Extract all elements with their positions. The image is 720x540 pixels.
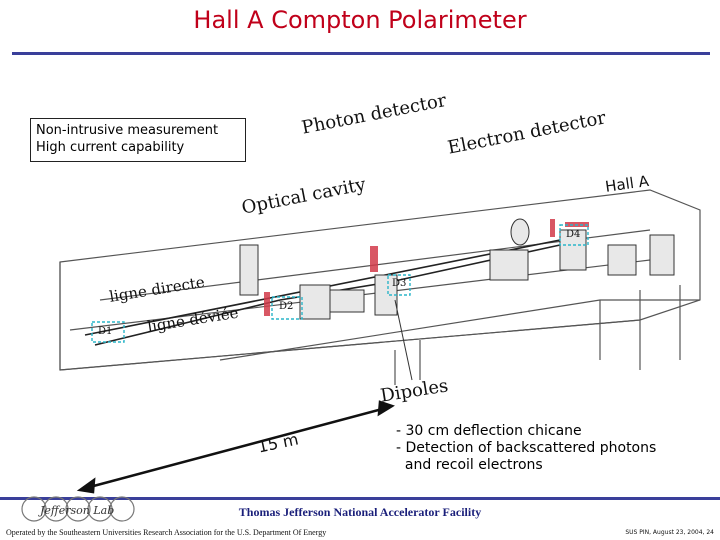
logo-text: Jefferson Lab [40, 504, 115, 517]
info-line-2: High current capability [36, 140, 185, 155]
jefferson-lab-logo [21, 496, 135, 522]
conference-text: SUS PIN, August 23, 2004, 24 [625, 529, 714, 536]
footer-rule [0, 497, 720, 500]
dipole-d3-box [387, 274, 411, 296]
title-rule [12, 52, 710, 55]
dipole-d1-box [91, 321, 125, 343]
slide-title: Hall A Compton Polarimeter [193, 6, 527, 34]
dipole-d4-label: D4 [566, 229, 581, 240]
dipole-d2-label: D2 [279, 301, 294, 312]
lab-name: Thomas Jefferson National Accelerator Fa… [238, 505, 482, 519]
dipole-d2-box [271, 296, 303, 320]
dipole-d4-box [559, 224, 589, 246]
info-line-1: Non-intrusive measurement [36, 123, 219, 138]
bullet-item: - 30 cm deflection chicane [396, 423, 582, 439]
dipole-d3-label: D3 [392, 278, 407, 289]
dipole-d1-label: D1 [98, 326, 113, 337]
bullet-item: - Detection of backscattered photons [396, 440, 657, 456]
bullet-item: and recoil electrons [396, 457, 543, 473]
bullet-list: - 30 cm deflection chicane - Detection o… [396, 423, 656, 474]
info-box: Non-intrusive measurement High current c… [30, 118, 246, 162]
operator-text: Operated by the Southeastern Universitie… [6, 528, 327, 537]
